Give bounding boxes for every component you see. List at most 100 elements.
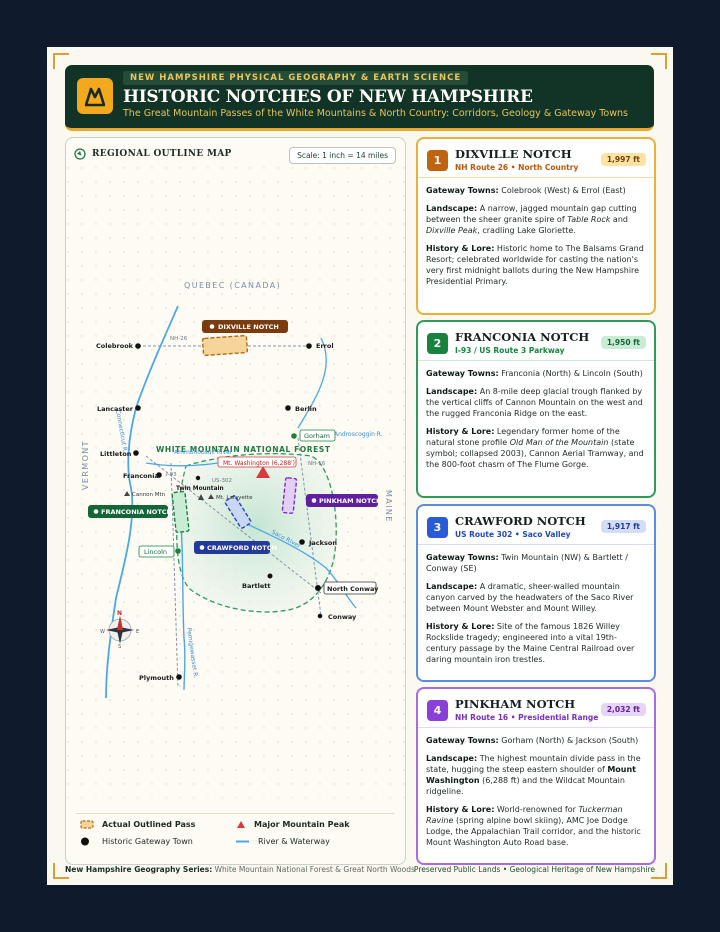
card-pinkham-notch: 4 PINKHAM NOTCH NH Route 16 • Presidenti…: [416, 687, 656, 865]
svg-text:Jackson: Jackson: [308, 539, 337, 547]
svg-text:Cannon Mtn: Cannon Mtn: [132, 492, 166, 498]
card-divider: [418, 727, 654, 728]
card-history: History & Lore: World-renowned for Tucke…: [426, 805, 641, 847]
compass-rose-icon: N W E S: [100, 610, 139, 650]
card-divider: [418, 177, 654, 178]
legend-town: Historic Gateway Town: [80, 837, 193, 846]
card-gateway: Gateway Towns: Twin Mountain (NW) & Bart…: [426, 553, 628, 573]
corner-ornament: [53, 53, 69, 69]
card-landscape: Landscape: A narrow, jagged mountain gap…: [426, 204, 637, 235]
card-body: Gateway Towns: Colebrook (West) & Errol …: [426, 185, 646, 294]
card-number: 1: [427, 150, 448, 171]
crawford-pass-outline: [224, 495, 252, 529]
compass-small-icon: [74, 148, 86, 160]
svg-text:Conway: Conway: [328, 613, 357, 621]
card-route: US Route 302 • Saco Valley: [455, 530, 571, 539]
card-title: FRANCONIA NOTCH: [455, 330, 590, 344]
androscoggin-river: [297, 337, 327, 429]
card-crawford-notch: 3 CRAWFORD NOTCH US Route 302 • Saco Val…: [416, 504, 656, 682]
footer-heritage: Preserved Public Lands • Geological Heri…: [413, 865, 655, 874]
page-title: HISTORIC NOTCHES OF NEW HAMPSHIRE: [123, 87, 533, 107]
card-landscape: Landscape: A dramatic, sheer-walled moun…: [426, 582, 634, 613]
regional-outline-map: WHITE MOUNTAIN NATIONAL FOREST QUEBEC (C…: [66, 166, 405, 798]
town-north-conway: North Conway: [315, 581, 379, 595]
card-landscape: Landscape: An 8-mile deep glacial trough…: [426, 387, 643, 418]
town-errol: Errol: [306, 342, 334, 350]
town-bartlett: Bartlett: [242, 573, 273, 590]
svg-text:Lancaster: Lancaster: [97, 405, 134, 413]
svg-text:CRAWFORD NOTCH: CRAWFORD NOTCH: [207, 544, 277, 552]
footer-series: New Hampshire Geography Series: White Mo…: [65, 865, 415, 874]
card-route: NH Route 26 • North Country: [455, 163, 579, 172]
card-dixville-notch: 1 DIXVILLE NOTCH NH Route 26 • North Cou…: [416, 137, 656, 315]
card-body: Gateway Towns: Twin Mountain (NW) & Bart…: [426, 552, 646, 672]
svg-text:Franconia: Franconia: [123, 472, 159, 480]
svg-text:North Conway: North Conway: [327, 585, 379, 593]
card-gateway: Gateway Towns: Franconia (North) & Linco…: [426, 369, 643, 378]
peak-triangle-icon: [237, 821, 245, 828]
nh-16-label: NH-16: [308, 461, 326, 467]
header-banner: NEW HAMPSHIRE PHYSICAL GEOGRAPHY & EARTH…: [65, 65, 654, 131]
card-route: NH Route 16 • Presidential Range: [455, 713, 599, 722]
svg-text:Berlin: Berlin: [295, 405, 317, 413]
card-gateway: Gateway Towns: Colebrook (West) & Errol …: [426, 186, 626, 195]
elevation-badge: 1,917 ft: [600, 520, 646, 533]
town-lancaster: Lancaster: [97, 405, 141, 413]
card-gateway: Gateway Towns: Gorham (North) & Jackson …: [426, 736, 639, 745]
maine-label: MAINE: [384, 490, 393, 523]
svg-text:Errol: Errol: [316, 342, 334, 350]
svg-text:DIXVILLE NOTCH: DIXVILLE NOTCH: [218, 323, 279, 331]
svg-text:Mt. Washington (6,288'): Mt. Washington (6,288'): [223, 460, 295, 467]
pemigewasset-river: [178, 497, 186, 691]
card-divider: [418, 360, 654, 361]
forest-label: WHITE MOUNTAIN NATIONAL FOREST: [156, 445, 331, 454]
pinkham-notch-tag: PINKHAM NOTCH: [306, 494, 381, 507]
legend-river: River & Waterway: [236, 837, 330, 846]
card-history: History & Lore: Historic home to The Bal…: [426, 244, 644, 286]
corner-ornament: [651, 53, 667, 69]
svg-text:Plymouth: Plymouth: [139, 674, 174, 682]
map-heading: REGIONAL OUTLINE MAP: [74, 148, 232, 160]
card-divider: [418, 544, 654, 545]
svg-text:E: E: [136, 629, 139, 635]
town-gorham: Gorham: [291, 429, 336, 442]
town-conway: Conway: [317, 613, 357, 621]
svg-text:S: S: [118, 644, 121, 650]
map-title: REGIONAL OUTLINE MAP: [92, 149, 232, 159]
canada-label: QUEBEC (CANADA): [184, 281, 281, 290]
card-body: Gateway Towns: Gorham (North) & Jackson …: [426, 735, 646, 855]
mt-lafayette-peak: Mt. Lafayette: [198, 494, 253, 501]
svg-text:Twin Mountain: Twin Mountain: [176, 486, 224, 492]
page-subtitle: The Great Mountain Passes of the White M…: [123, 108, 628, 119]
card-title: PINKHAM NOTCH: [455, 697, 576, 711]
dixville-notch-tag: DIXVILLE NOTCH: [202, 320, 288, 333]
dixville-pass-outline: [201, 334, 249, 357]
town-littleton: Littleton: [100, 450, 139, 458]
i-93-label: I-93: [166, 472, 177, 478]
town-franconia: Franconia: [123, 472, 162, 480]
card-route: I-93 / US Route 3 Parkway: [455, 346, 565, 355]
map-legend: Actual Outlined Pass Major Mountain Peak…: [76, 813, 394, 846]
svg-text:Bartlett: Bartlett: [242, 582, 271, 590]
mountain-logo-icon: [77, 78, 113, 114]
card-title: DIXVILLE NOTCH: [455, 147, 572, 161]
card-franconia-notch: 2 FRANCONIA NOTCH I-93 / US Route 3 Park…: [416, 320, 656, 498]
svg-text:Lincoln: Lincoln: [144, 548, 167, 556]
town-twin-mountain: Twin Mountain: [176, 475, 224, 492]
town-lincoln: Lincoln: [138, 545, 181, 558]
town-plymouth: Plymouth: [139, 674, 182, 682]
svg-text:Gorham: Gorham: [304, 432, 330, 440]
elevation-badge: 2,032 ft: [600, 703, 646, 716]
franconia-pass-outline: [171, 490, 190, 534]
map-panel: REGIONAL OUTLINE MAP Scale: 1 inch = 14 …: [65, 137, 406, 865]
mt-washington-peak: Mt. Washington (6,288'): [217, 456, 297, 478]
svg-text:FRANCONIA NOTCH: FRANCONIA NOTCH: [101, 508, 172, 516]
card-title: CRAWFORD NOTCH: [455, 514, 586, 528]
card-landscape: Landscape: The highest mountain divide p…: [426, 754, 641, 796]
town-jackson: Jackson: [299, 539, 337, 547]
corner-ornament: [651, 863, 667, 879]
svg-text:Colebrook: Colebrook: [96, 342, 134, 350]
card-body: Gateway Towns: Franconia (North) & Linco…: [426, 368, 646, 477]
elevation-badge: 1,950 ft: [600, 336, 646, 349]
svg-text:PINKHAM NOTCH: PINKHAM NOTCH: [319, 497, 381, 505]
